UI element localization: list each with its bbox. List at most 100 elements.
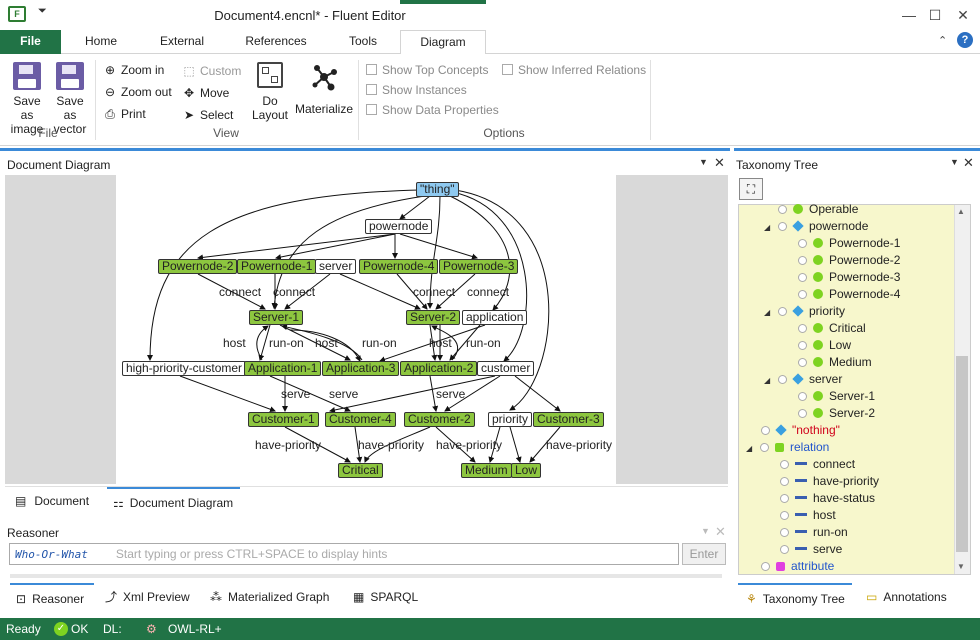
tree-item-powernode-1[interactable]: Powernode-1: [798, 235, 900, 252]
tree-item-host[interactable]: host: [780, 507, 836, 524]
taxonomy-tree[interactable]: [738, 204, 971, 575]
diagram-node-server[interactable]: server: [315, 259, 357, 274]
diagram-node-customer[interactable]: customer: [477, 361, 535, 376]
tab-document[interactable]: ▤Document: [15, 494, 90, 508]
diagram-node-high-priority-customer[interactable]: high-priority-customer: [122, 361, 247, 376]
tab-materialized-graph[interactable]: ⁂Materialized Graph: [210, 590, 330, 604]
show-instances-checkbox[interactable]: Show Instances: [366, 81, 467, 99]
reasoner-tab-bar: ⊡Reasoner ⤴Xml Preview ⁂Materialized Gra…: [5, 583, 728, 609]
show-top-concepts-checkbox[interactable]: Show Top Concepts: [366, 61, 489, 79]
move-button[interactable]: ✥Move: [183, 86, 230, 100]
tab-file[interactable]: File: [0, 30, 61, 54]
status-profile[interactable]: OWL-RL+: [168, 622, 222, 636]
tree-item-server[interactable]: ◢server: [764, 371, 842, 388]
tree-item-have-priority[interactable]: have-priority: [780, 473, 879, 490]
edge-label-have-priority: have-priority: [436, 438, 503, 452]
save-as-vector-button[interactable]: Save as vector: [49, 62, 91, 136]
help-icon[interactable]: ?: [957, 32, 973, 48]
diagram-node-priority[interactable]: priority: [488, 412, 533, 427]
tab-taxonomy-tree[interactable]: ⚘Taxonomy Tree: [738, 583, 852, 611]
custom-zoom-button[interactable]: ⬚Custom: [183, 64, 242, 78]
category-icon: [792, 220, 804, 232]
tab-sparql[interactable]: ▦SPARQL: [353, 590, 419, 604]
tree-item-server-2[interactable]: Server-2: [798, 405, 875, 422]
tree-item-powernode-3[interactable]: Powernode-3: [798, 269, 900, 286]
diagram-node-powernode-1[interactable]: Powernode-1: [237, 259, 317, 274]
tree-item-server-1[interactable]: Server-1: [798, 388, 875, 405]
scroll-up-icon[interactable]: ▲: [957, 207, 965, 216]
tree-item-powernode-2[interactable]: Powernode-2: [798, 252, 900, 269]
tree-item-medium[interactable]: Medium: [798, 354, 872, 371]
reasoner-close-icon[interactable]: ✕: [715, 524, 726, 539]
tree-item-attribute[interactable]: attribute: [761, 558, 834, 575]
zoom-in-button[interactable]: ⊕Zoom in: [104, 63, 165, 77]
diagram-node-powernode-4[interactable]: Powernode-4: [359, 259, 439, 274]
tree-item-relation[interactable]: ◢relation: [746, 439, 829, 456]
tree-item-critical[interactable]: Critical: [798, 320, 866, 337]
tree-item-low[interactable]: Low: [798, 337, 851, 354]
tree-item-powernode[interactable]: ◢powernode: [764, 218, 868, 235]
minimize-button[interactable]: —: [902, 7, 916, 23]
print-button[interactable]: ⎙Print: [103, 105, 146, 123]
tab-tools[interactable]: Tools: [348, 34, 377, 48]
diagram-node-customer-4[interactable]: Customer-4: [325, 412, 396, 427]
diagram-node-powernode[interactable]: powernode: [365, 219, 433, 234]
materialize-button[interactable]: Materialize: [294, 62, 354, 116]
select-button[interactable]: ➤Select: [183, 108, 234, 122]
collapse-ribbon-icon[interactable]: ⌃: [938, 35, 948, 47]
tab-document-diagram[interactable]: ⚏Document Diagram: [107, 487, 240, 515]
diagram-node-critical[interactable]: Critical: [338, 463, 383, 478]
reasoner-menu-icon[interactable]: ▼: [701, 526, 710, 536]
diagram-node-low[interactable]: Low: [511, 463, 542, 478]
close-button[interactable]: ✕: [957, 7, 969, 23]
tree-item-priority[interactable]: ◢priority: [764, 303, 845, 320]
tree-item-operable[interactable]: Operable: [778, 201, 858, 218]
diagram-node-application-1[interactable]: Application-1: [244, 361, 322, 376]
diagram-node-powernode-3[interactable]: Powernode-3: [439, 259, 519, 274]
diagram-node-powernode-2[interactable]: Powernode-2: [158, 259, 238, 274]
show-data-properties-checkbox[interactable]: Show Data Properties: [366, 101, 499, 119]
diagram-node-customer-2[interactable]: Customer-2: [404, 412, 475, 427]
taxonomy-close-icon[interactable]: ✕: [963, 155, 974, 170]
show-inferred-relations-checkbox[interactable]: Show Inferred Relations: [502, 61, 646, 79]
tab-reasoner[interactable]: ⊡Reasoner: [10, 583, 94, 611]
tab-external[interactable]: External: [159, 34, 205, 48]
diagram-node-customer-3[interactable]: Customer-3: [533, 412, 604, 427]
quick-access-dropdown-icon[interactable]: ⏷: [38, 5, 47, 17]
panel-menu-icon[interactable]: ▼: [699, 157, 708, 167]
reasoner-icon: ⊡: [16, 592, 27, 606]
panel-close-icon[interactable]: ✕: [714, 155, 725, 170]
do-layout-button[interactable]: Do Layout: [250, 62, 290, 122]
tree-item-nothing[interactable]: "nothing": [761, 422, 840, 439]
diagram-node-application-2[interactable]: Application-2: [400, 361, 478, 376]
edge-label-have-priority: have-priority: [255, 438, 322, 452]
diagram-node-server-2[interactable]: Server-2: [406, 310, 461, 325]
ribbon-tab-bar: File Home External References Tools Diag…: [0, 30, 980, 55]
tree-item-connect[interactable]: connect: [780, 456, 855, 473]
taxonomy-menu-icon[interactable]: ▼: [950, 157, 959, 167]
scroll-down-icon[interactable]: ▼: [957, 562, 965, 571]
diagram-node-thing[interactable]: "thing": [416, 182, 459, 197]
tree-item-serve[interactable]: serve: [780, 541, 842, 558]
tab-references[interactable]: References: [245, 34, 307, 48]
diagram-node-server-1[interactable]: Server-1: [249, 310, 304, 325]
tree-item-run-on[interactable]: run-on: [780, 524, 848, 541]
collapse-icon: ◢: [764, 376, 771, 385]
tree-item-powernode-4[interactable]: Powernode-4: [798, 286, 900, 303]
diagram-node-medium[interactable]: Medium: [461, 463, 512, 478]
zoom-out-button[interactable]: ⊖Zoom out: [104, 85, 172, 99]
diagram-node-customer-1[interactable]: Customer-1: [248, 412, 319, 427]
tab-home[interactable]: Home: [84, 34, 117, 48]
diagram-node-application-3[interactable]: Application-3: [322, 361, 400, 376]
diagram-node-application[interactable]: application: [462, 310, 528, 325]
taxonomy-refresh-icon[interactable]: ⛶: [739, 178, 763, 200]
tab-annotations[interactable]: ▭Annotations: [866, 590, 947, 604]
save-as-image-button[interactable]: Save as image: [6, 62, 48, 136]
taxonomy-scrollbar-thumb[interactable]: [956, 356, 968, 552]
maximize-button[interactable]: ☐: [928, 7, 942, 23]
reasoner-enter-button[interactable]: Enter: [682, 543, 726, 565]
tab-xml-preview[interactable]: ⤴Xml Preview: [105, 590, 190, 604]
annotations-icon: ▭: [866, 590, 878, 604]
tree-item-have-status[interactable]: have-status: [780, 490, 875, 507]
